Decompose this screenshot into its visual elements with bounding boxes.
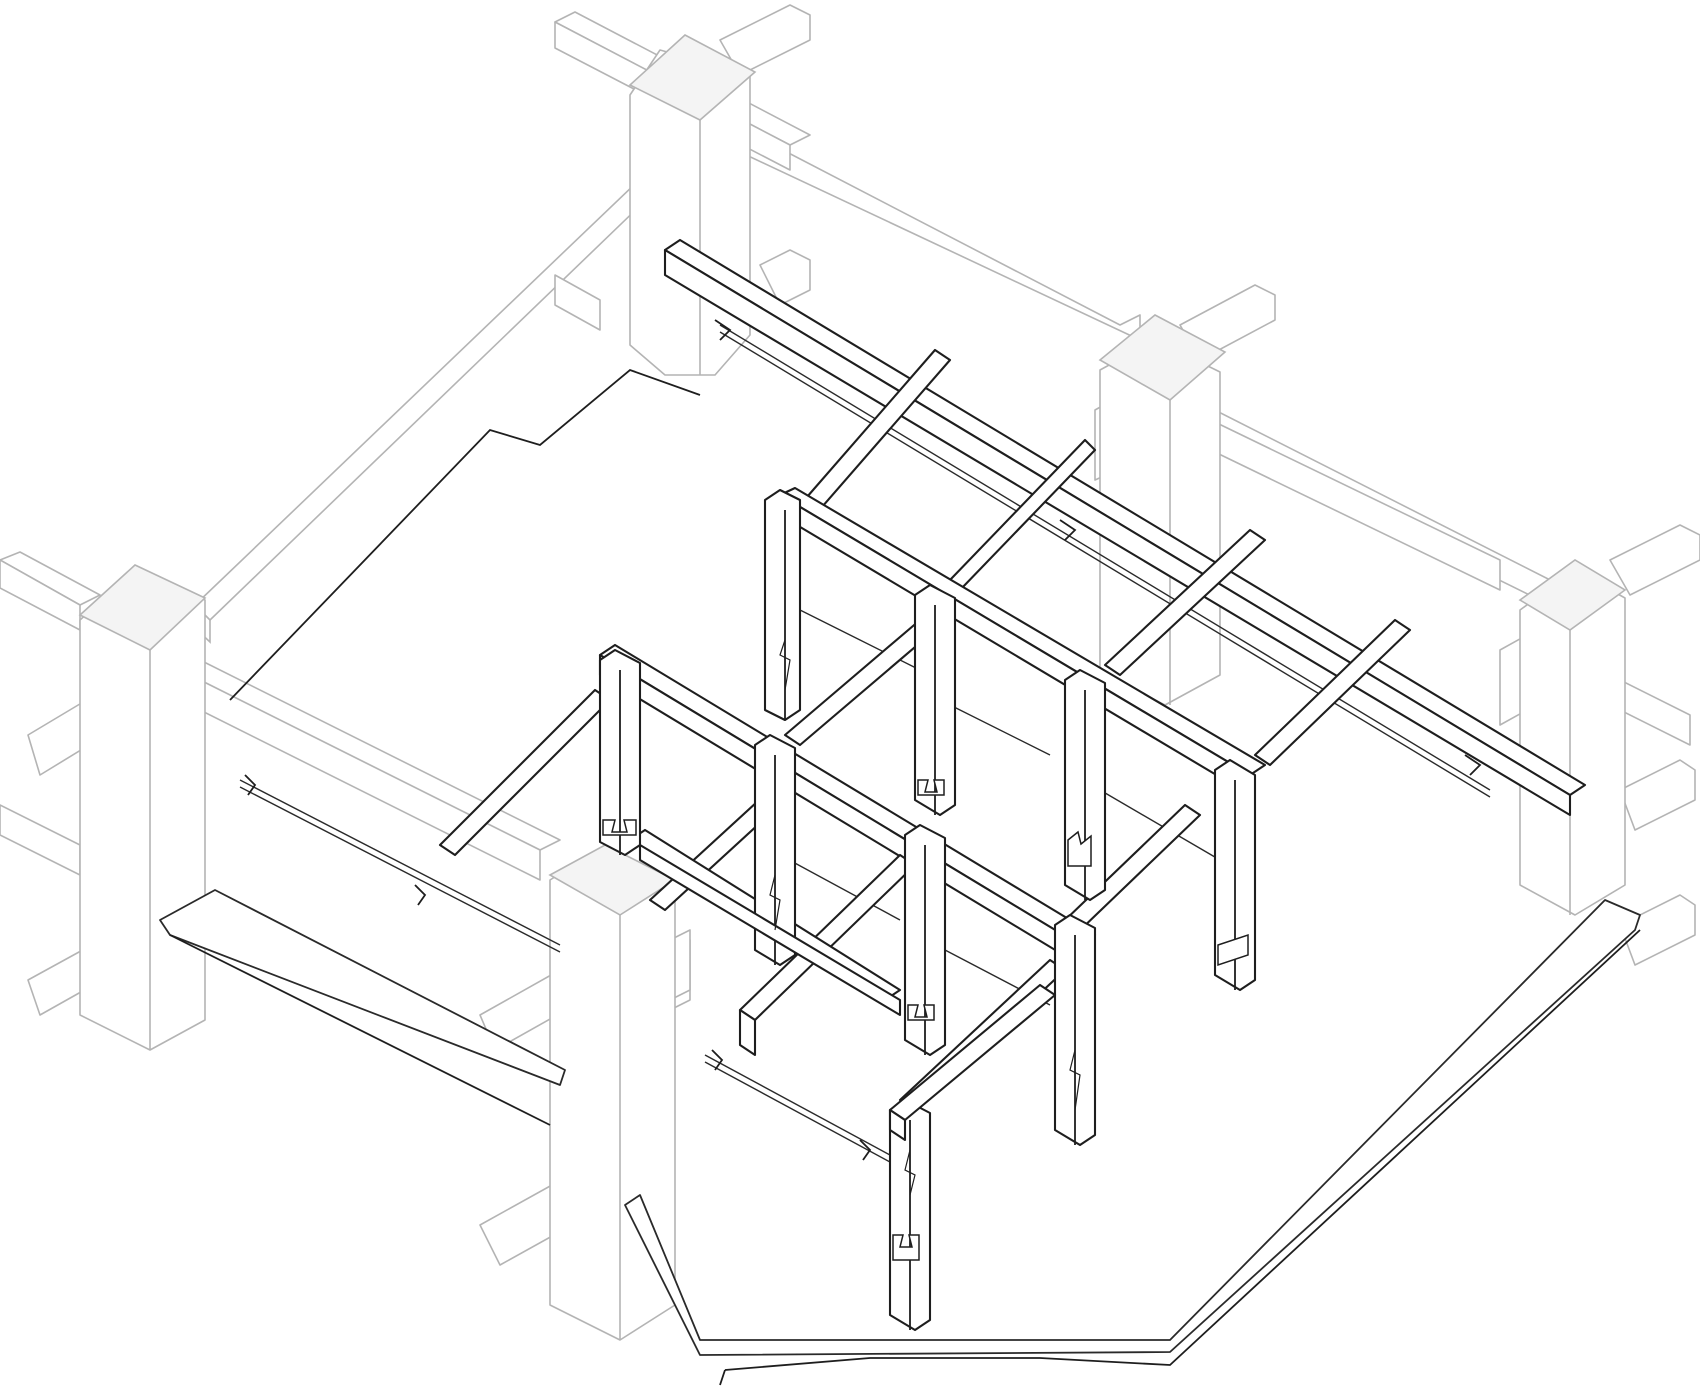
ghost-post-far-right [1518, 559, 1627, 916]
dovetail-joint-post-1 [779, 639, 791, 691]
floor-front-right-edge [624, 899, 1641, 1356]
rod-anchor-back-2 [1059, 519, 1077, 541]
ghost-post-top-hatch [628, 34, 757, 121]
beam-front-left-bottom [638, 843, 902, 1017]
floor-front-left-edge [159, 889, 566, 1086]
post-2 [913, 583, 957, 817]
tie-rods [239, 324, 1491, 1163]
joist-3 [1103, 528, 1267, 677]
post-5 [598, 648, 642, 857]
ghost-post-far-right-hatch [1518, 559, 1627, 631]
rod-anchor-back-1 [714, 319, 732, 341]
tie-rod-left [239, 779, 561, 946]
joist-10 [783, 618, 937, 747]
floor-platform [159, 889, 1641, 1386]
ghost-beam-back-left [194, 149, 676, 644]
dovetail-joint-post-5 [602, 819, 637, 836]
tie-rod-back [719, 324, 1491, 791]
ghost-post-left-hatch [78, 564, 207, 651]
ghost-beam-front-left [169, 654, 561, 881]
ghost-post-right-hatch [1098, 314, 1227, 401]
ghosted-outer-frame [0, 4, 1700, 1341]
inner-timber-frame [438, 238, 1587, 1332]
dovetail-joint-post-8 [1069, 1049, 1081, 1111]
post-1 [763, 488, 802, 722]
ghost-post-right [1098, 314, 1227, 706]
dovetail-joint-post-3 [1067, 830, 1092, 867]
ghost-floor-edge-back [229, 368, 701, 701]
rod-anchor-back-3 [1464, 754, 1482, 776]
ghost-post-top-center [628, 34, 757, 376]
joinery-details [244, 319, 1482, 1261]
rod-anchor-left [244, 774, 427, 906]
rod-anchor-front [711, 1049, 872, 1161]
tie-rod-inner-3 [949, 704, 1051, 756]
ghost-post-left [78, 564, 207, 1051]
tie-rod-front [704, 1054, 891, 1156]
joist-4 [1253, 618, 1412, 767]
tie-rod-inner-1 [779, 854, 901, 921]
floor-front-curve [724, 929, 1641, 1371]
dovetail-joint-post-4 [1217, 933, 1249, 967]
dovetail-joint-post-2 [917, 779, 945, 796]
beam-front-cross [888, 983, 1057, 1142]
post-8 [1053, 913, 1097, 1147]
post-4 [1213, 758, 1257, 992]
ghost-stub-left [0, 551, 131, 1016]
tie-rod-inner-4 [1099, 789, 1221, 861]
dovetail-joint-post-9 [892, 1149, 920, 1261]
dovetail-joint-post-6 [769, 874, 781, 931]
dovetail-joint-post-7 [907, 1004, 935, 1021]
